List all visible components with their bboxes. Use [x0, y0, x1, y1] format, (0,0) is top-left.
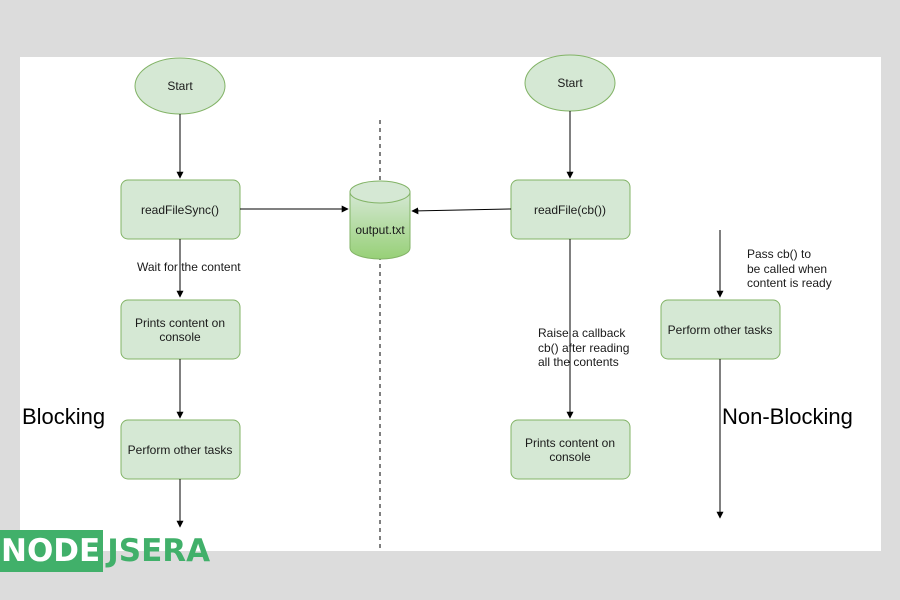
right-side-note-line3: content is ready: [747, 276, 832, 290]
right-prints-label-line1: Prints content on: [525, 436, 615, 450]
blocking-label: Blocking: [22, 404, 105, 429]
right-perform-label: Perform other tasks: [668, 323, 773, 337]
right-perform-node: Perform other tasks: [660, 299, 781, 360]
left-prints-node: Prints content on console: [120, 299, 241, 360]
left-perform-node: Perform other tasks: [120, 419, 241, 480]
left-perform-label: Perform other tasks: [128, 443, 233, 457]
right-prints-node: Prints content on console: [510, 419, 631, 480]
right-callback-note-line3: all the contents: [538, 355, 619, 369]
left-readfilesync-label: readFileSync(): [141, 203, 219, 217]
nodejsera-logo: NODE JSERA: [0, 530, 210, 572]
right-callback-note-line2: cb() after reading: [538, 341, 629, 355]
right-side-note-line1: Pass cb() to: [747, 247, 811, 261]
right-side-note: Pass cb() to be called when content is r…: [747, 247, 832, 290]
output-file-cylinder: output.txt: [349, 180, 411, 260]
non-blocking-label: Non-Blocking: [722, 404, 853, 429]
left-wait-note: Wait for the content: [137, 260, 241, 274]
right-callback-note-line1: Raise a callback: [538, 326, 626, 340]
output-file-label: output.txt: [355, 223, 405, 237]
left-prints-label-line1: Prints content on: [135, 316, 225, 330]
left-prints-label-line2: console: [159, 330, 201, 344]
right-readfile-node: readFile(cb()): [510, 179, 631, 240]
left-readfilesync-node: readFileSync(): [120, 179, 241, 240]
left-start-node: Start: [134, 57, 226, 115]
right-edge-to-file: [411, 207, 512, 215]
logo-part-node: NODE: [0, 530, 104, 572]
right-start-label: Start: [557, 76, 583, 90]
logo-part-jsera: JSERA: [107, 533, 211, 569]
right-readfile-label: readFile(cb()): [534, 203, 606, 217]
right-callback-note: Raise a callback cb() after reading all …: [538, 326, 629, 369]
right-start-node: Start: [524, 54, 616, 112]
left-start-label: Start: [167, 79, 193, 93]
right-side-note-line2: be called when: [747, 262, 827, 276]
right-prints-label-line2: console: [549, 450, 591, 464]
